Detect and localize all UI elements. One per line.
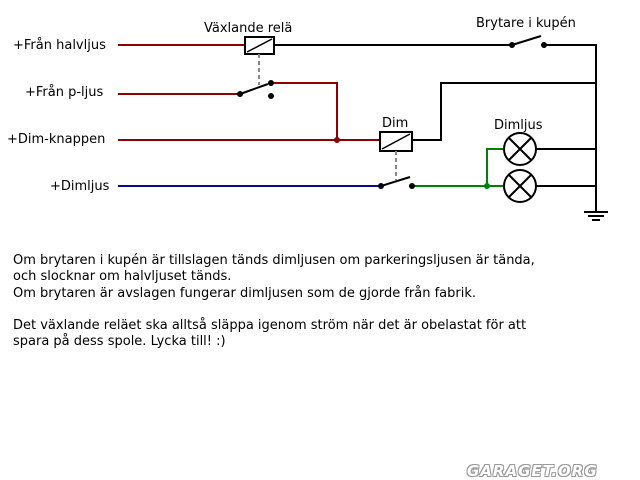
wire-switch-to-ground bbox=[546, 44, 597, 212]
description-line: och slocknar om halvljuset tänds. bbox=[13, 269, 232, 284]
relay-contact-arm bbox=[239, 83, 269, 95]
junction-green bbox=[484, 183, 490, 189]
wire-to-lamps bbox=[413, 148, 503, 187]
description-line: Om brytaren är avslagen fungerar dimljus… bbox=[13, 286, 477, 301]
cabin-switch-contact-b bbox=[541, 42, 547, 48]
label-cabin-switch: Brytare i kupén bbox=[476, 16, 576, 31]
label-input-high-beam: +Från halvljus bbox=[13, 38, 106, 53]
dim-contact-arm bbox=[380, 176, 411, 187]
garaget-logo: GARAGET.ORG bbox=[467, 462, 598, 480]
label-input-dim-lights: +Dimljus bbox=[50, 179, 110, 194]
relay-contact-no bbox=[268, 93, 274, 99]
description-line: Det växlande reläet ska alltså släppa ig… bbox=[13, 318, 527, 333]
red-wires bbox=[118, 44, 380, 141]
label-input-dim-button: +Dim-knappen bbox=[7, 132, 105, 147]
junction-red bbox=[334, 137, 340, 143]
dim-coil-diagonal bbox=[381, 133, 411, 150]
description-paragraph-1: Om brytaren i kupén är tillslagen tänds … bbox=[13, 253, 623, 285]
relay-coil-diagonal bbox=[246, 38, 273, 53]
lamp-icon bbox=[503, 132, 537, 166]
green-wires bbox=[413, 148, 503, 187]
description-line: Om brytaren i kupén är tillslagen tänds … bbox=[13, 253, 535, 268]
relay-contact-nc bbox=[268, 80, 274, 86]
label-dim-lamps: Dimljus bbox=[494, 118, 543, 133]
label-dim-relay: Dim bbox=[382, 116, 408, 131]
lamp-icon bbox=[503, 169, 537, 203]
black-wires bbox=[274, 44, 597, 212]
dim-contact-b bbox=[409, 183, 415, 189]
wire-relay-to-dim bbox=[272, 82, 338, 140]
description-paragraph-2: Om brytaren är avslagen fungerar dimljus… bbox=[13, 286, 623, 302]
label-changeover-relay: Växlande relä bbox=[204, 21, 292, 36]
label-input-parking: +Från p-ljus bbox=[25, 85, 104, 100]
cabin-switch-arm bbox=[511, 35, 542, 46]
wire-dim-relay-out bbox=[412, 82, 596, 141]
ground-icon bbox=[584, 211, 608, 221]
description-line: spara på dess spole. Lycka till! :) bbox=[13, 334, 226, 349]
description-paragraph-3: Det växlande reläet ska alltså släppa ig… bbox=[13, 318, 623, 350]
